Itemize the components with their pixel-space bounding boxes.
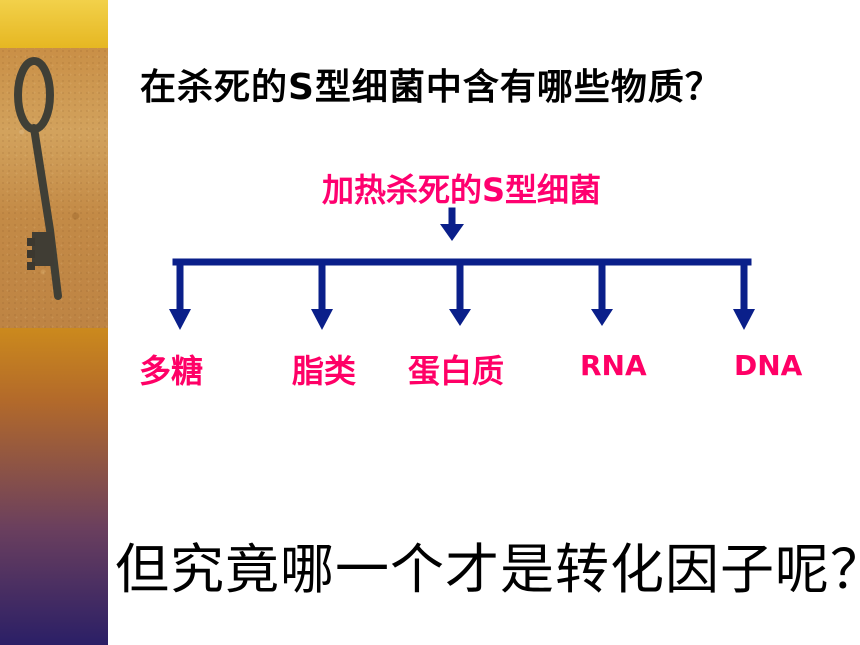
- sidebar-decoration: [0, 0, 108, 645]
- down-arrow-icon: [733, 309, 755, 330]
- item-rna: RNA: [580, 349, 647, 382]
- item-dna: DNA: [734, 349, 803, 382]
- item-lipid: 脂类: [292, 352, 357, 390]
- closing-question: 但究竟哪一个才是转化因子呢？: [115, 538, 860, 601]
- item-protein: 蛋白质: [408, 352, 505, 390]
- down-arrow-icon: [440, 224, 464, 241]
- down-arrow-icon: [449, 309, 471, 326]
- down-arrow-icon: [311, 309, 333, 330]
- source-label: 加热杀死的S型细菌: [322, 171, 602, 209]
- down-arrow-icon: [591, 309, 613, 326]
- key-icon: [14, 57, 62, 300]
- slide-title: 在杀死的S型细菌中含有哪些物质？: [140, 67, 722, 108]
- item-polysaccharide: 多糖: [139, 352, 204, 390]
- key-photo: [0, 48, 108, 328]
- down-arrow-icon: [169, 309, 191, 330]
